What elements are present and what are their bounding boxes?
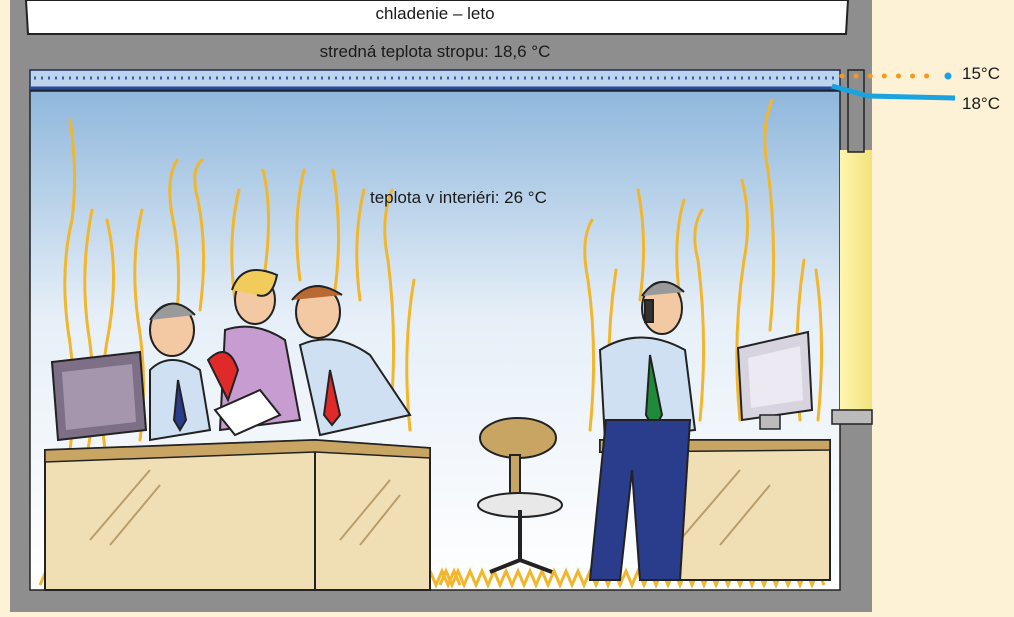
cooling-ceiling (29, 69, 841, 91)
mode-title: chladenie – leto (375, 4, 495, 23)
window (840, 150, 872, 410)
supply-marker (944, 72, 952, 80)
person-icon (291, 285, 412, 437)
return-temp-label: 18°C (962, 94, 1000, 113)
window-sill (831, 409, 873, 425)
wall-column (847, 69, 865, 153)
person-icon (206, 269, 302, 437)
person-icon (588, 281, 697, 581)
supply-temp-label: 15°C (962, 64, 1000, 83)
chair-icon (477, 417, 563, 574)
desk-icon (44, 438, 431, 591)
interior-temp-label: teplota v interiéri: 26 °C (370, 188, 547, 207)
monitor-icon (736, 330, 814, 430)
monitor-icon (50, 350, 148, 442)
phone-icon (644, 299, 654, 323)
ceiling-temp-label: stredná teplota stropu: 18,6 °C (319, 42, 551, 61)
upper-room-panel (24, 0, 850, 35)
person-icon (149, 302, 212, 442)
return-line (831, 83, 956, 101)
